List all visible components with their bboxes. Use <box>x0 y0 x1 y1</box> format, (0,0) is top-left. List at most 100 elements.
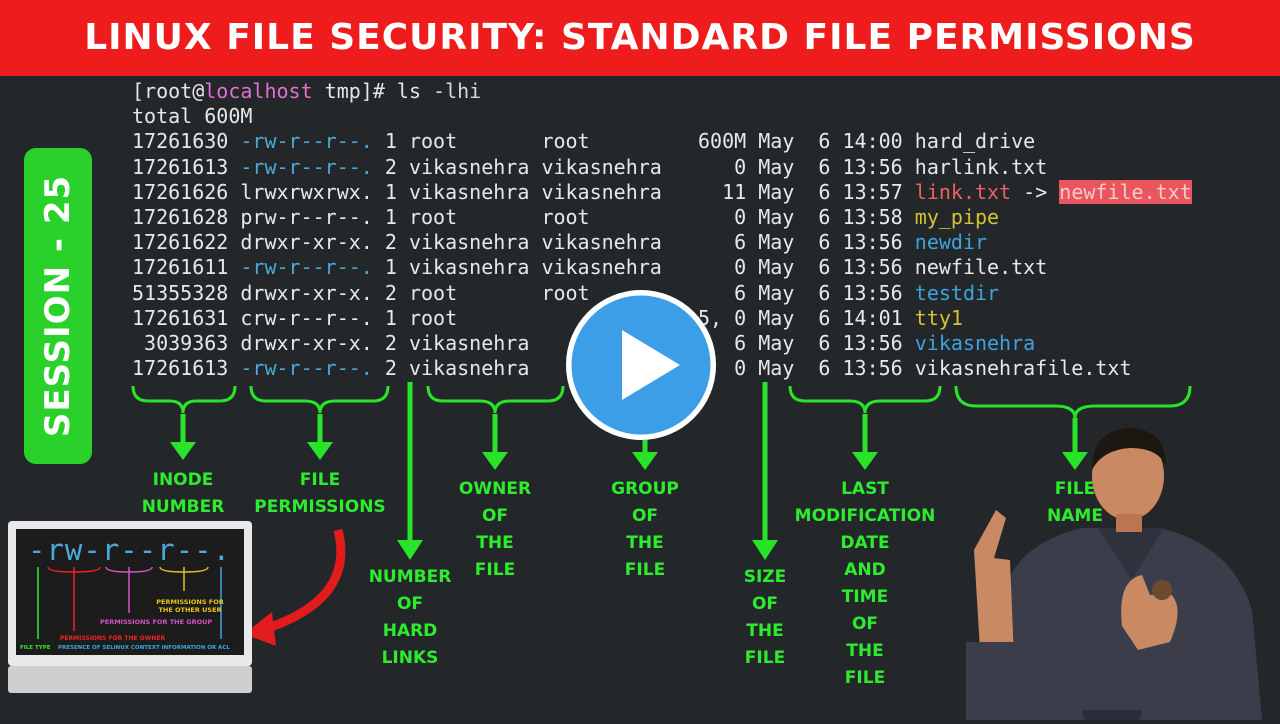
row-group: root <box>541 280 590 305</box>
row-month: May <box>758 129 795 154</box>
row-link-count: 2 <box>384 230 397 255</box>
row-owner: vikasnehra <box>408 179 530 204</box>
label-line: TIME <box>841 587 889 607</box>
session-badge <box>24 148 92 464</box>
row-link-count: 1 <box>384 129 397 154</box>
play-button[interactable] <box>566 290 716 440</box>
label-line: THE <box>626 533 664 553</box>
label-file-name: FILE NAME <box>1030 476 1120 530</box>
label-line: OF <box>481 506 509 526</box>
row-month: May <box>758 280 795 305</box>
row-time: 14:01 <box>842 305 903 330</box>
row-size: 6 <box>734 230 747 255</box>
label-line: LINKS <box>381 648 439 668</box>
row-permissions: crw-r--r--. <box>240 305 373 330</box>
row-link-count: 1 <box>384 179 397 204</box>
label-line: MODIFICATION <box>794 506 936 526</box>
row-day: 6 <box>818 179 831 204</box>
label-line: THE <box>476 533 514 553</box>
label-line: OF <box>751 594 779 614</box>
row-month: May <box>758 330 795 355</box>
label-line: NUMBER <box>141 497 225 517</box>
row-size: 0 <box>734 204 747 229</box>
monitor-icon: -rw-r--r--. PERMISSIONS FOR THE OTHER US… <box>8 521 252 693</box>
terminal-row: 17261611 -rw-r--r--. 1 vikasnehra vikasn… <box>132 255 1192 280</box>
label-hard-links: NUMBER OF HARD LINKS <box>362 564 458 672</box>
brace-owner <box>426 385 565 414</box>
label-line: THE <box>846 641 884 661</box>
terminal-row: 17261631 crw-r--r--. 1 root 5, 0 May 6 1… <box>132 306 1192 331</box>
video-title: LINUX FILE SECURITY: STANDARD FILE PERMI… <box>84 17 1196 58</box>
row-group: vikasnehra <box>541 154 662 179</box>
label-inode-number: INODE NUMBER <box>133 467 233 521</box>
row-owner: vikasnehra <box>408 230 530 255</box>
label-line: OWNER <box>458 479 532 499</box>
row-day: 6 <box>818 230 831 255</box>
row-day: 6 <box>818 129 831 154</box>
label-line: LAST <box>841 479 889 499</box>
terminal-row: 17261630 -rw-r--r--. 1 root root 600M Ma… <box>132 129 1192 154</box>
label-line: INODE <box>152 470 214 490</box>
row-inode: 17261628 <box>132 204 229 229</box>
prompt-flag: -lhi <box>433 79 482 103</box>
row-link-count: 1 <box>384 305 397 330</box>
row-day: 6 <box>818 154 831 179</box>
terminal-row: 17261613 -rw-r--r--. 2 vikasnehra vikasn… <box>132 155 1192 180</box>
curved-arrow-icon <box>260 528 346 635</box>
terminal-row: 17261622 drwxr-xr-x. 2 vikasnehra vikasn… <box>132 230 1192 255</box>
row-filename: newfile.txt <box>914 255 1048 280</box>
row-link-count: 2 <box>384 280 397 305</box>
row-link-count: 1 <box>384 204 397 229</box>
row-owner: root <box>408 305 458 330</box>
row-size: 11 <box>722 179 747 204</box>
row-month: May <box>758 356 795 381</box>
row-inode: 17261630 <box>132 129 229 154</box>
row-time: 13:56 <box>842 154 903 179</box>
row-day: 6 <box>818 305 831 330</box>
row-permissions: drwxr-xr-x. <box>240 280 373 305</box>
row-permissions: -rw-r--r--. <box>240 129 373 154</box>
label-line: FILE <box>1054 479 1096 499</box>
row-day: 6 <box>818 255 831 280</box>
brace-modified <box>788 385 942 414</box>
row-filename: link.txt <box>914 179 1012 204</box>
row-time: 13:56 <box>842 356 903 381</box>
row-owner: vikasnehra <box>408 255 530 280</box>
presenter-image <box>962 410 1280 720</box>
terminal-total-line: total 600M <box>132 104 1192 129</box>
row-permissions: prw-r--r--. <box>240 204 373 229</box>
row-permissions: -rw-r--r--. <box>240 154 373 179</box>
row-permissions: drwxr-xr-x. <box>240 230 373 255</box>
terminal-row: 51355328 drwxr-xr-x. 2 root root 6 May 6… <box>132 281 1192 306</box>
row-inode: 17261613 <box>132 356 229 381</box>
row-link-count: 2 <box>384 154 397 179</box>
label-line: HARD <box>382 621 438 641</box>
note-owner: PERMISSIONS FOR THE OWNER <box>60 635 166 642</box>
row-permissions: drwxr-xr-x. <box>240 330 373 355</box>
row-time: 14:00 <box>842 129 903 154</box>
terminal-prompt-line: [root@localhost tmp]# ls -lhi <box>132 79 1192 104</box>
row-month: May <box>758 154 795 179</box>
brace-inode <box>131 385 237 414</box>
label-line: DATE <box>840 533 890 553</box>
row-permissions: -rw-r--r--. <box>240 356 373 381</box>
row-group: vikasnehra <box>541 230 662 255</box>
row-inode: 17261611 <box>132 255 229 280</box>
row-month: May <box>758 255 795 280</box>
row-filename: testdir <box>914 280 1000 305</box>
row-link-arrow: -> <box>1011 179 1060 204</box>
terminal-row: 3039363 drwxr-xr-x. 2 vikasnehra 6 May 6… <box>132 331 1192 356</box>
row-time: 13:56 <box>842 330 903 355</box>
row-month: May <box>758 204 795 229</box>
row-month: May <box>758 179 795 204</box>
row-day: 6 <box>818 330 831 355</box>
row-filename: vikasnehrafile.txt <box>914 356 1132 381</box>
label-group: GROUP OF THE FILE <box>600 476 690 584</box>
row-group: vikasnehra <box>541 179 662 204</box>
row-month: May <box>758 305 795 330</box>
row-filename: harlink.txt <box>914 154 1048 179</box>
terminal-row: 17261613 -rw-r--r--. 2 vikasnehra 0 May … <box>132 356 1192 381</box>
row-time: 13:58 <box>842 204 903 229</box>
monitor-perm-string: -rw-r--r--. <box>28 533 232 567</box>
row-link-count: 2 <box>384 330 397 355</box>
